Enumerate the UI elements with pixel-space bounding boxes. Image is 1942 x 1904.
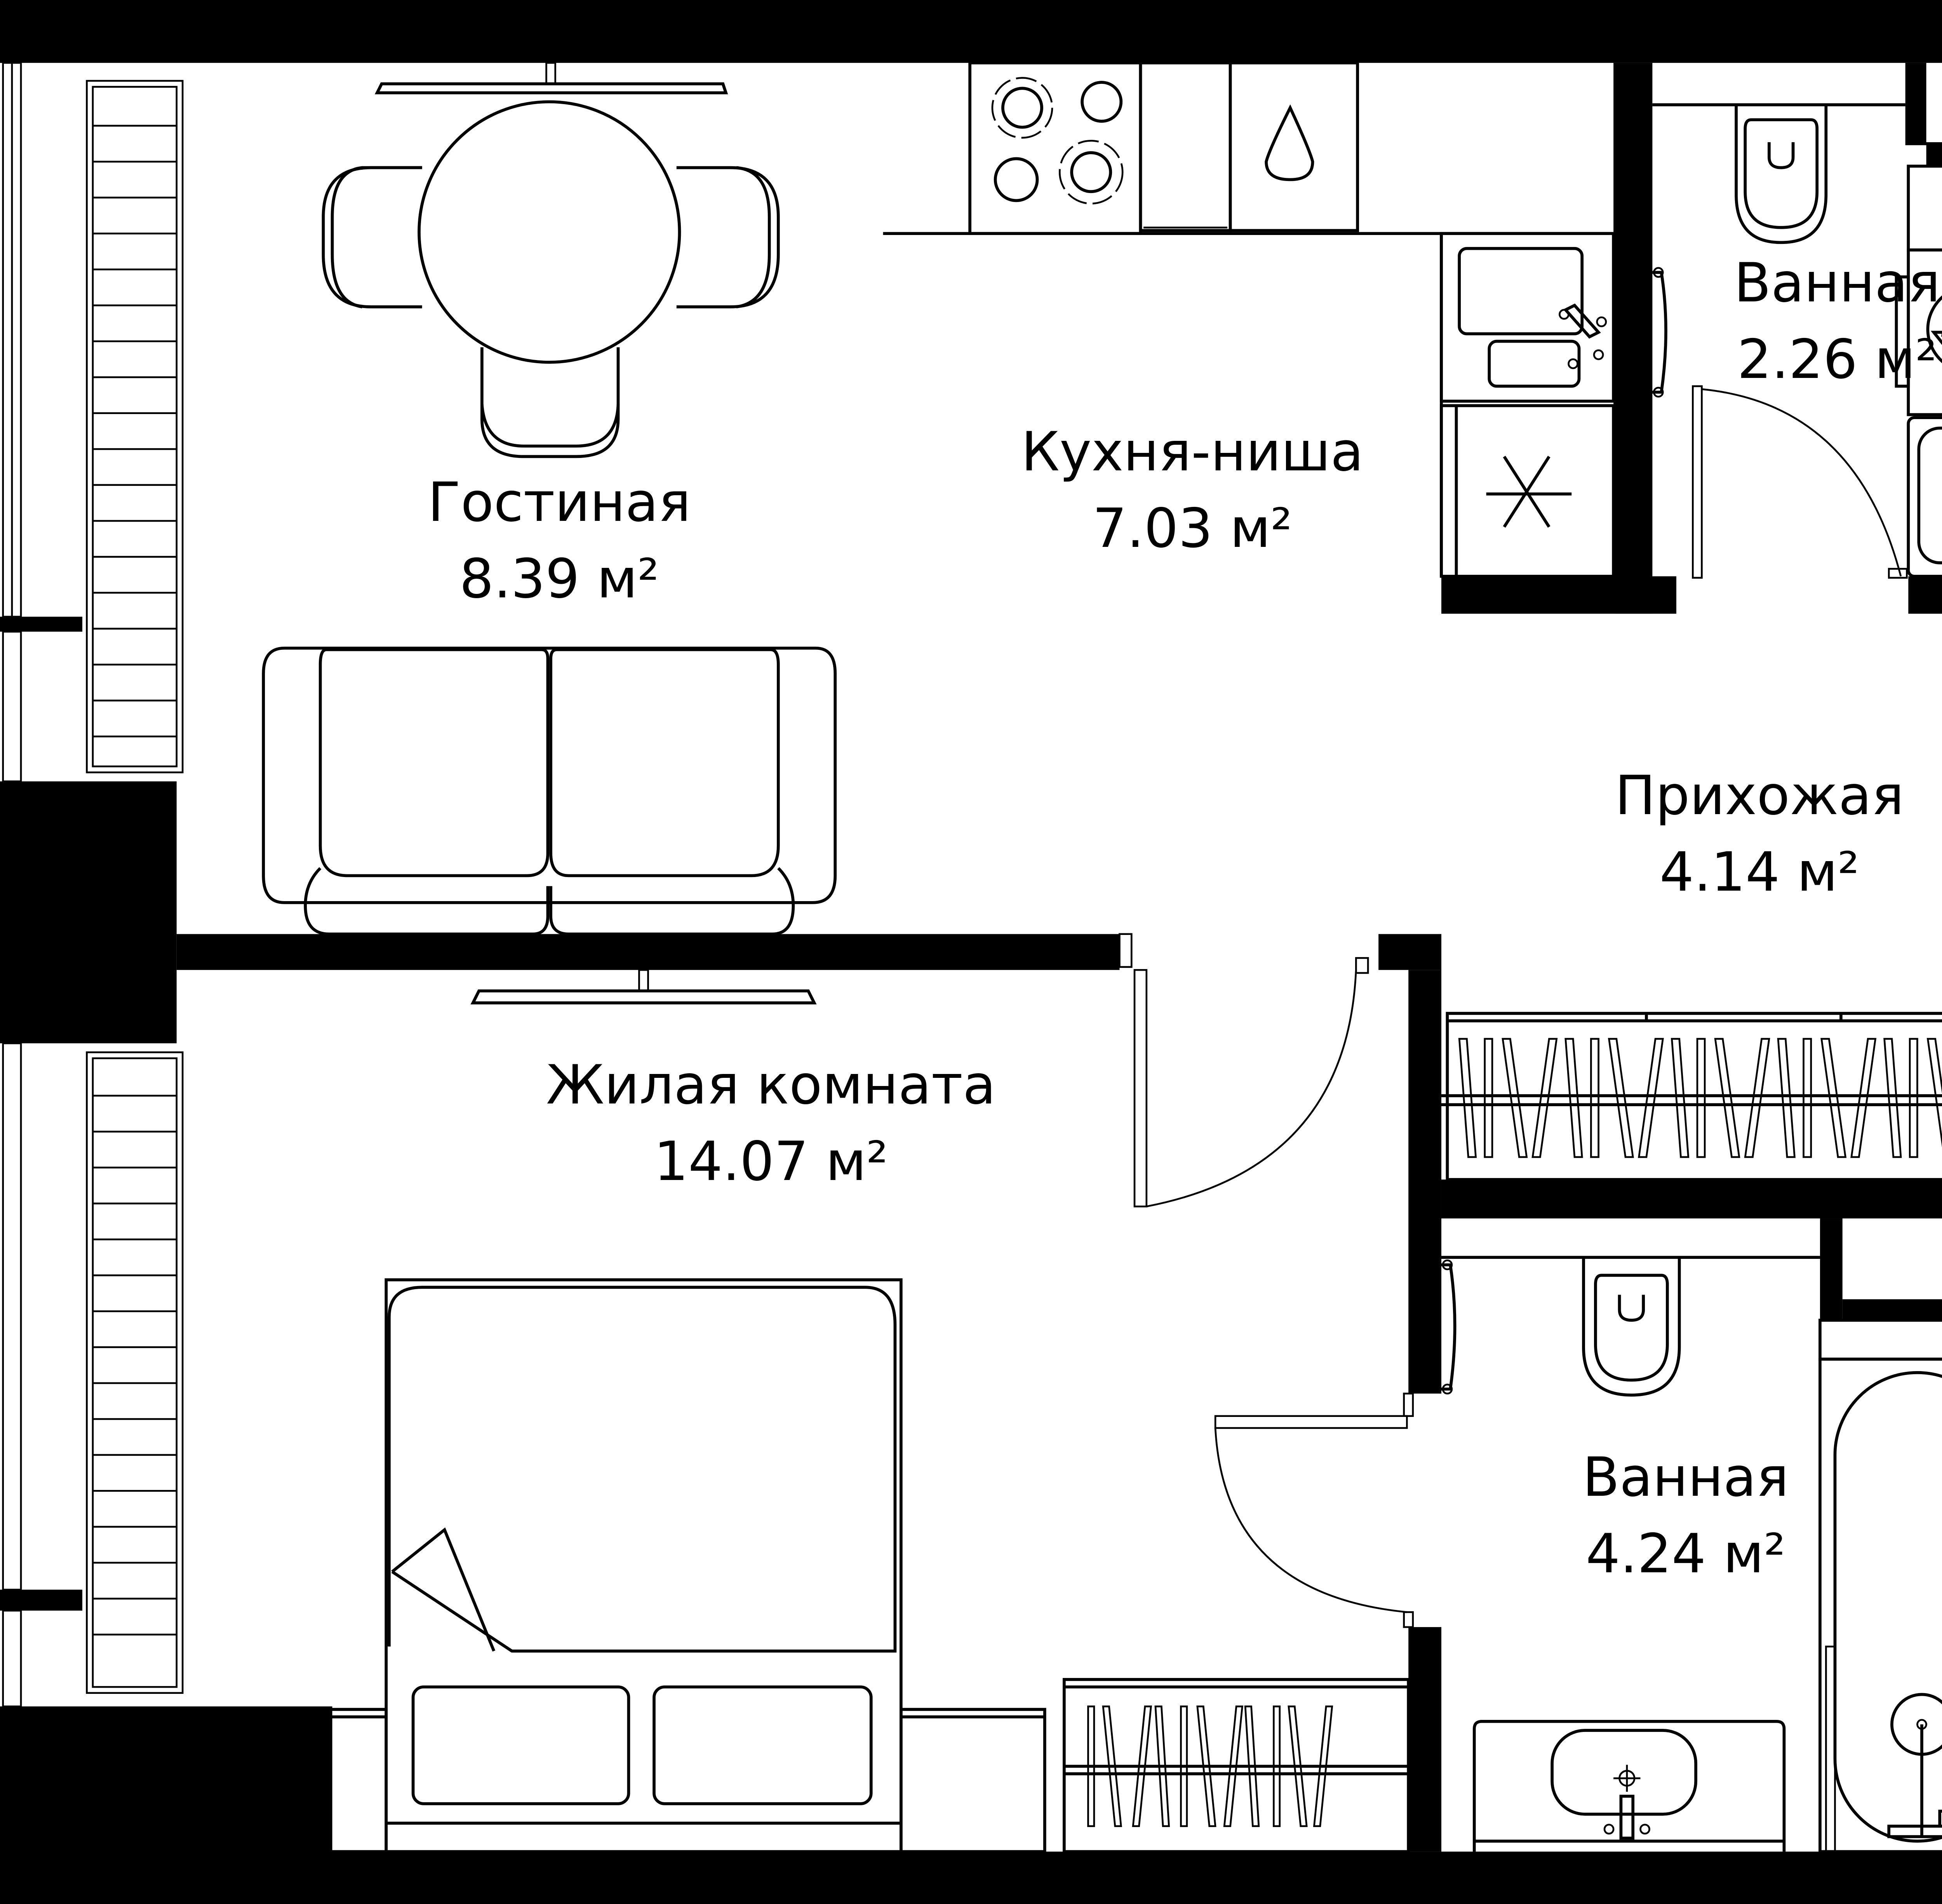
room-label-bedroom: Жилая комната 14.07 м² — [546, 1047, 996, 1200]
radiator-icon — [86, 80, 184, 773]
room-label-bathroom-small: Ванная 2.26 м² — [1734, 245, 1940, 398]
toilet-icon — [1441, 1256, 1820, 1397]
room-label-kitchen-niche: Кухня-ниша 7.03 м² — [1021, 414, 1363, 567]
bed-icon — [385, 1278, 903, 1853]
fridge-icon — [1440, 404, 1615, 578]
radiator-icon — [86, 1051, 184, 1694]
room-area: 8.39 м² — [459, 547, 660, 611]
sofa-icon — [262, 646, 837, 936]
wardrobe-icon — [1063, 1678, 1410, 1853]
room-name: Ванная — [1734, 251, 1940, 314]
room-area: 4.24 м² — [1585, 1522, 1786, 1586]
door-bedroom[interactable] — [1119, 933, 1369, 1208]
tv-icon — [470, 969, 817, 1004]
room-area: 2.26 м² — [1737, 328, 1937, 391]
dishwasher-icon — [1139, 61, 1232, 232]
towel-rail-icon — [1441, 1259, 1456, 1395]
bathtub-icon — [1818, 1319, 1942, 1853]
toilet-icon — [1652, 103, 1905, 244]
nightstand-icon — [241, 1708, 388, 1853]
washbasin-icon — [1907, 416, 1942, 578]
room-name: Ванная — [1582, 1446, 1789, 1509]
room-name: Кухня-ниша — [1021, 420, 1364, 483]
door-bathroom-small[interactable] — [1692, 385, 1908, 579]
room-area: 4.14 м² — [1659, 841, 1860, 904]
room-name: Гостиная — [428, 471, 691, 534]
room-area: 14.07 м² — [654, 1130, 888, 1193]
room-name: Прихожая — [1615, 764, 1904, 827]
windows — [2, 62, 22, 1707]
tv-icon — [374, 62, 728, 94]
water-drop-icon — [1229, 61, 1359, 232]
room-label-hallway: Прихожая 4.14 м² — [1615, 757, 1904, 911]
sink-icon — [1440, 232, 1615, 403]
nightstand-icon — [899, 1708, 1046, 1853]
washing-machine-icon — [1895, 164, 1942, 416]
towel-rail-icon — [1652, 267, 1667, 398]
room-area: 7.03 м² — [1092, 497, 1293, 560]
room-label-living-room: Гостиная 8.39 м² — [428, 464, 691, 618]
room-name: Жилая комната — [546, 1053, 996, 1116]
door-bathroom-large[interactable] — [1214, 1392, 1414, 1628]
wardrobe-icon — [1441, 1012, 1942, 1181]
dining-table-icon — [322, 100, 780, 458]
washbasin-icon — [1472, 1720, 1786, 1852]
room-label-bathroom-large: Ванная 4.24 м² — [1582, 1439, 1789, 1592]
hob-icon — [968, 61, 1142, 235]
